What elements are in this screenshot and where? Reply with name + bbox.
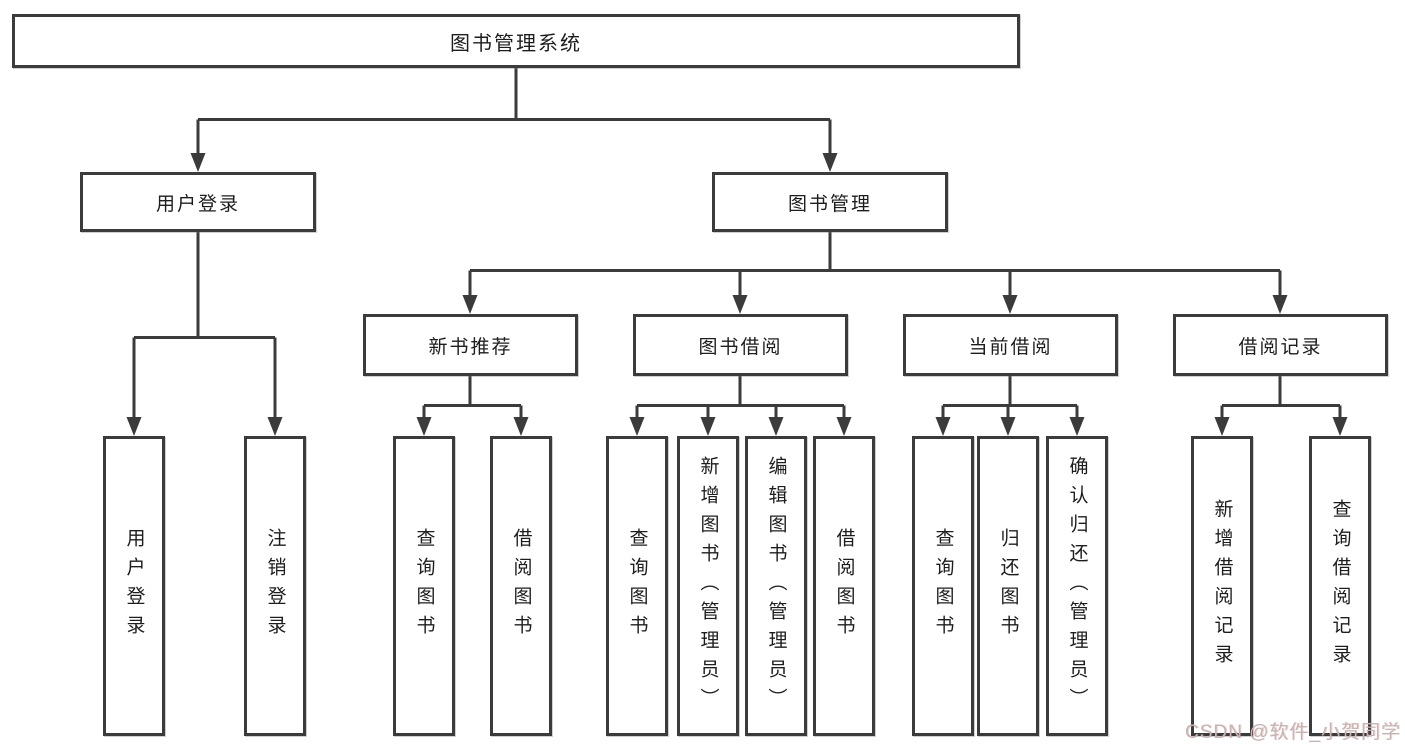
arrowhead-borrow1 bbox=[513, 417, 529, 436]
node-user-login: 用户登录 bbox=[80, 172, 316, 232]
leaf-user-login: 用户登录 bbox=[103, 436, 165, 736]
node-root-library-system: 图书管理系统 bbox=[12, 14, 1020, 68]
leaf-borrow-books: 借阅图书 bbox=[813, 436, 875, 736]
leaf-add-book-admin: 新增图书（管理员） bbox=[677, 436, 739, 736]
leaf-confirm-return-admin: 确认归还（管理员） bbox=[1046, 436, 1108, 736]
leaf-query-books-current: 查询图书 bbox=[912, 436, 974, 736]
arrowhead-book-mgmt bbox=[822, 153, 838, 172]
leaf-query-borrow-record: 查询借阅记录 bbox=[1309, 436, 1371, 736]
arrowhead-query-record bbox=[1332, 417, 1348, 436]
arrowhead-user-login bbox=[190, 153, 206, 172]
arrowhead-query1 bbox=[416, 417, 432, 436]
node-new-book-recommend: 新书推荐 bbox=[363, 314, 578, 376]
arrowhead-borrow2 bbox=[836, 417, 852, 436]
arrowhead-return-book bbox=[1000, 417, 1016, 436]
arrowhead-query3 bbox=[935, 417, 951, 436]
leaf-borrow-books-recommend: 借阅图书 bbox=[490, 436, 552, 736]
leaf-add-borrow-record: 新增借阅记录 bbox=[1191, 436, 1253, 736]
node-borrow-records: 借阅记录 bbox=[1173, 314, 1388, 376]
arrowhead-book-borrow bbox=[732, 295, 748, 314]
arrowhead-query2 bbox=[629, 417, 645, 436]
node-book-management: 图书管理 bbox=[712, 172, 948, 232]
arrowhead-confirm-return bbox=[1069, 417, 1085, 436]
arrowhead-new-book bbox=[462, 295, 478, 314]
leaf-logout-login: 注销登录 bbox=[244, 436, 306, 736]
arrowhead-current-borrow bbox=[1002, 295, 1018, 314]
node-current-borrow: 当前借阅 bbox=[903, 314, 1118, 376]
arrowhead-add-record bbox=[1214, 417, 1230, 436]
leaf-query-books-borrow: 查询图书 bbox=[606, 436, 668, 736]
arrowhead-leaf-logout bbox=[267, 417, 283, 436]
arrowhead-leaf-user-login bbox=[126, 417, 142, 436]
arrowhead-borrow-records bbox=[1272, 295, 1288, 314]
leaf-query-books-recommend: 查询图书 bbox=[393, 436, 455, 736]
leaf-return-books: 归还图书 bbox=[977, 436, 1039, 736]
node-book-borrow: 图书借阅 bbox=[633, 314, 848, 376]
arrowheads bbox=[126, 153, 1348, 436]
arrowhead-add-book bbox=[700, 417, 716, 436]
watermark: CSDN @软件_小贺同学 bbox=[1185, 722, 1401, 743]
leaf-edit-book-admin: 编辑图书（管理员） bbox=[745, 436, 807, 736]
arrowhead-edit-book bbox=[768, 417, 784, 436]
